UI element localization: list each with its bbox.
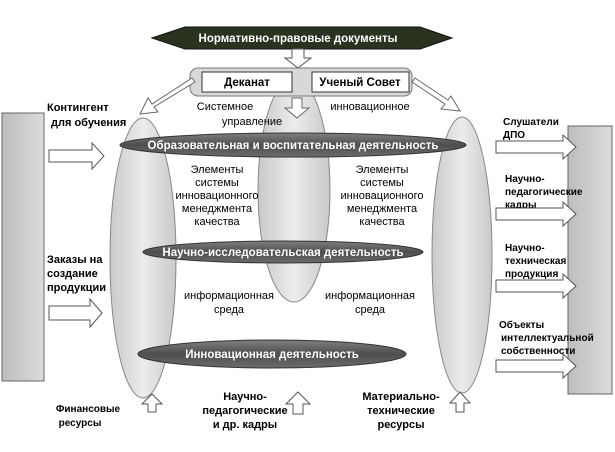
output-cadres: Научно- педагогические кадры <box>505 174 583 211</box>
output-products: Научно- техническая продукция <box>505 243 566 280</box>
band-innovation <box>137 339 407 369</box>
info-env-right: информационная среда <box>325 290 415 316</box>
svg-text:педагогические: педагогические <box>202 405 287 417</box>
diagonal-arrow-right <box>411 77 461 112</box>
arrow-ip <box>495 352 577 380</box>
regulatory-documents-banner <box>150 26 454 50</box>
svg-text:качества: качества <box>359 216 405 228</box>
band-innovation-label: Инновационная деятельность <box>185 349 359 361</box>
svg-text:технические: технические <box>367 405 435 417</box>
right-output-block <box>567 125 613 395</box>
svg-text:Материально-: Материально- <box>362 391 440 403</box>
dean-office-label: Деканат <box>224 77 270 89</box>
svg-text:собственности: собственности <box>501 345 575 357</box>
svg-text:менеджмента: менеджмента <box>182 203 253 215</box>
system-management-line2: управление <box>222 116 282 128</box>
band-research-label: Научно-исследовательская деятельность <box>162 247 403 259</box>
svg-text:информационная: информационная <box>325 290 415 302</box>
dean-office-box <box>201 71 293 93</box>
innovative-label: инновационное <box>330 101 409 113</box>
svg-text:Научно-: Научно- <box>505 243 545 254</box>
svg-text:Объекты: Объекты <box>499 319 544 331</box>
svg-text:информационная: информационная <box>184 290 274 302</box>
banner-down-arrow <box>283 48 313 69</box>
arrow-material-up <box>448 391 472 413</box>
input-orders: Заказы на создание продукции <box>47 254 106 294</box>
center-down-arrow <box>283 97 311 119</box>
banner-text: Нормативно-правовые документы <box>199 33 398 45</box>
svg-text:продукции: продукции <box>47 282 106 294</box>
academic-council-box <box>311 71 410 93</box>
svg-text:педагогические: педагогические <box>505 187 583 198</box>
svg-text:ресурсы: ресурсы <box>59 418 102 429</box>
band-research <box>142 240 424 264</box>
svg-text:Элементы: Элементы <box>191 164 244 176</box>
svg-text:Заказы на: Заказы на <box>47 254 103 266</box>
svg-text:создание: создание <box>47 268 98 280</box>
svg-text:инновационного: инновационного <box>176 190 259 202</box>
svg-text:ресурсы: ресурсы <box>377 419 424 431</box>
svg-text:Научно-: Научно- <box>505 174 545 185</box>
svg-text:Элементы: Элементы <box>356 164 409 176</box>
elements-text-right: Элементы системы инновационного менеджме… <box>341 164 424 228</box>
svg-text:качества: качества <box>194 216 240 228</box>
diagonal-arrow-left <box>139 77 196 115</box>
arrow-staff-up <box>284 391 312 415</box>
svg-text:системы: системы <box>360 177 404 189</box>
svg-text:кадры: кадры <box>505 200 537 211</box>
svg-text:интеллектуальной: интеллектуальной <box>501 333 594 344</box>
svg-text:и др. кадры: и др. кадры <box>213 419 277 431</box>
svg-text:системы: системы <box>195 177 239 189</box>
band-educational-label: Образовательная и воспитательная деятель… <box>148 140 439 152</box>
left-input-block <box>1 112 45 382</box>
svg-text:среда: среда <box>355 304 386 316</box>
arrow-finance-up <box>140 393 164 413</box>
svg-text:менеджмента: менеджмента <box>347 203 418 215</box>
svg-text:продукция: продукция <box>505 269 558 280</box>
svg-text:Слушатели: Слушатели <box>503 117 559 128</box>
svg-text:среда: среда <box>214 304 245 316</box>
arrow-contingent <box>48 141 105 171</box>
arrow-listeners <box>495 133 577 161</box>
svg-text:Финансовые: Финансовые <box>56 404 121 415</box>
input-finance: Финансовые ресурсы <box>56 404 121 429</box>
svg-text:ДПО: ДПО <box>503 130 525 141</box>
arrow-orders <box>48 297 103 329</box>
system-management-line1: Системное <box>197 101 254 113</box>
arrow-products <box>495 272 577 300</box>
input-material: Материально- технические ресурсы <box>362 391 440 431</box>
band-educational <box>119 132 467 158</box>
arrow-cadres <box>495 200 577 228</box>
svg-text:Научно-: Научно- <box>223 391 267 403</box>
right-vertical-oval <box>431 116 493 394</box>
output-ip: Объекты интеллектуальной собственности <box>499 319 594 357</box>
svg-text:для обучения: для обучения <box>51 117 126 129</box>
output-listeners: Слушатели ДПО <box>503 117 559 141</box>
input-contingent: Контингент для обучения <box>47 102 126 129</box>
svg-text:инновационного: инновационного <box>341 190 424 202</box>
input-staff: Научно- педагогические и др. кадры <box>202 391 287 431</box>
info-env-left: информационная среда <box>184 290 274 316</box>
academic-council-label: Ученый Совет <box>319 77 401 89</box>
svg-text:техническая: техническая <box>505 256 566 267</box>
elements-text-left: Элементы системы инновационного менеджме… <box>176 164 259 228</box>
svg-text:Контингент: Контингент <box>47 102 109 114</box>
